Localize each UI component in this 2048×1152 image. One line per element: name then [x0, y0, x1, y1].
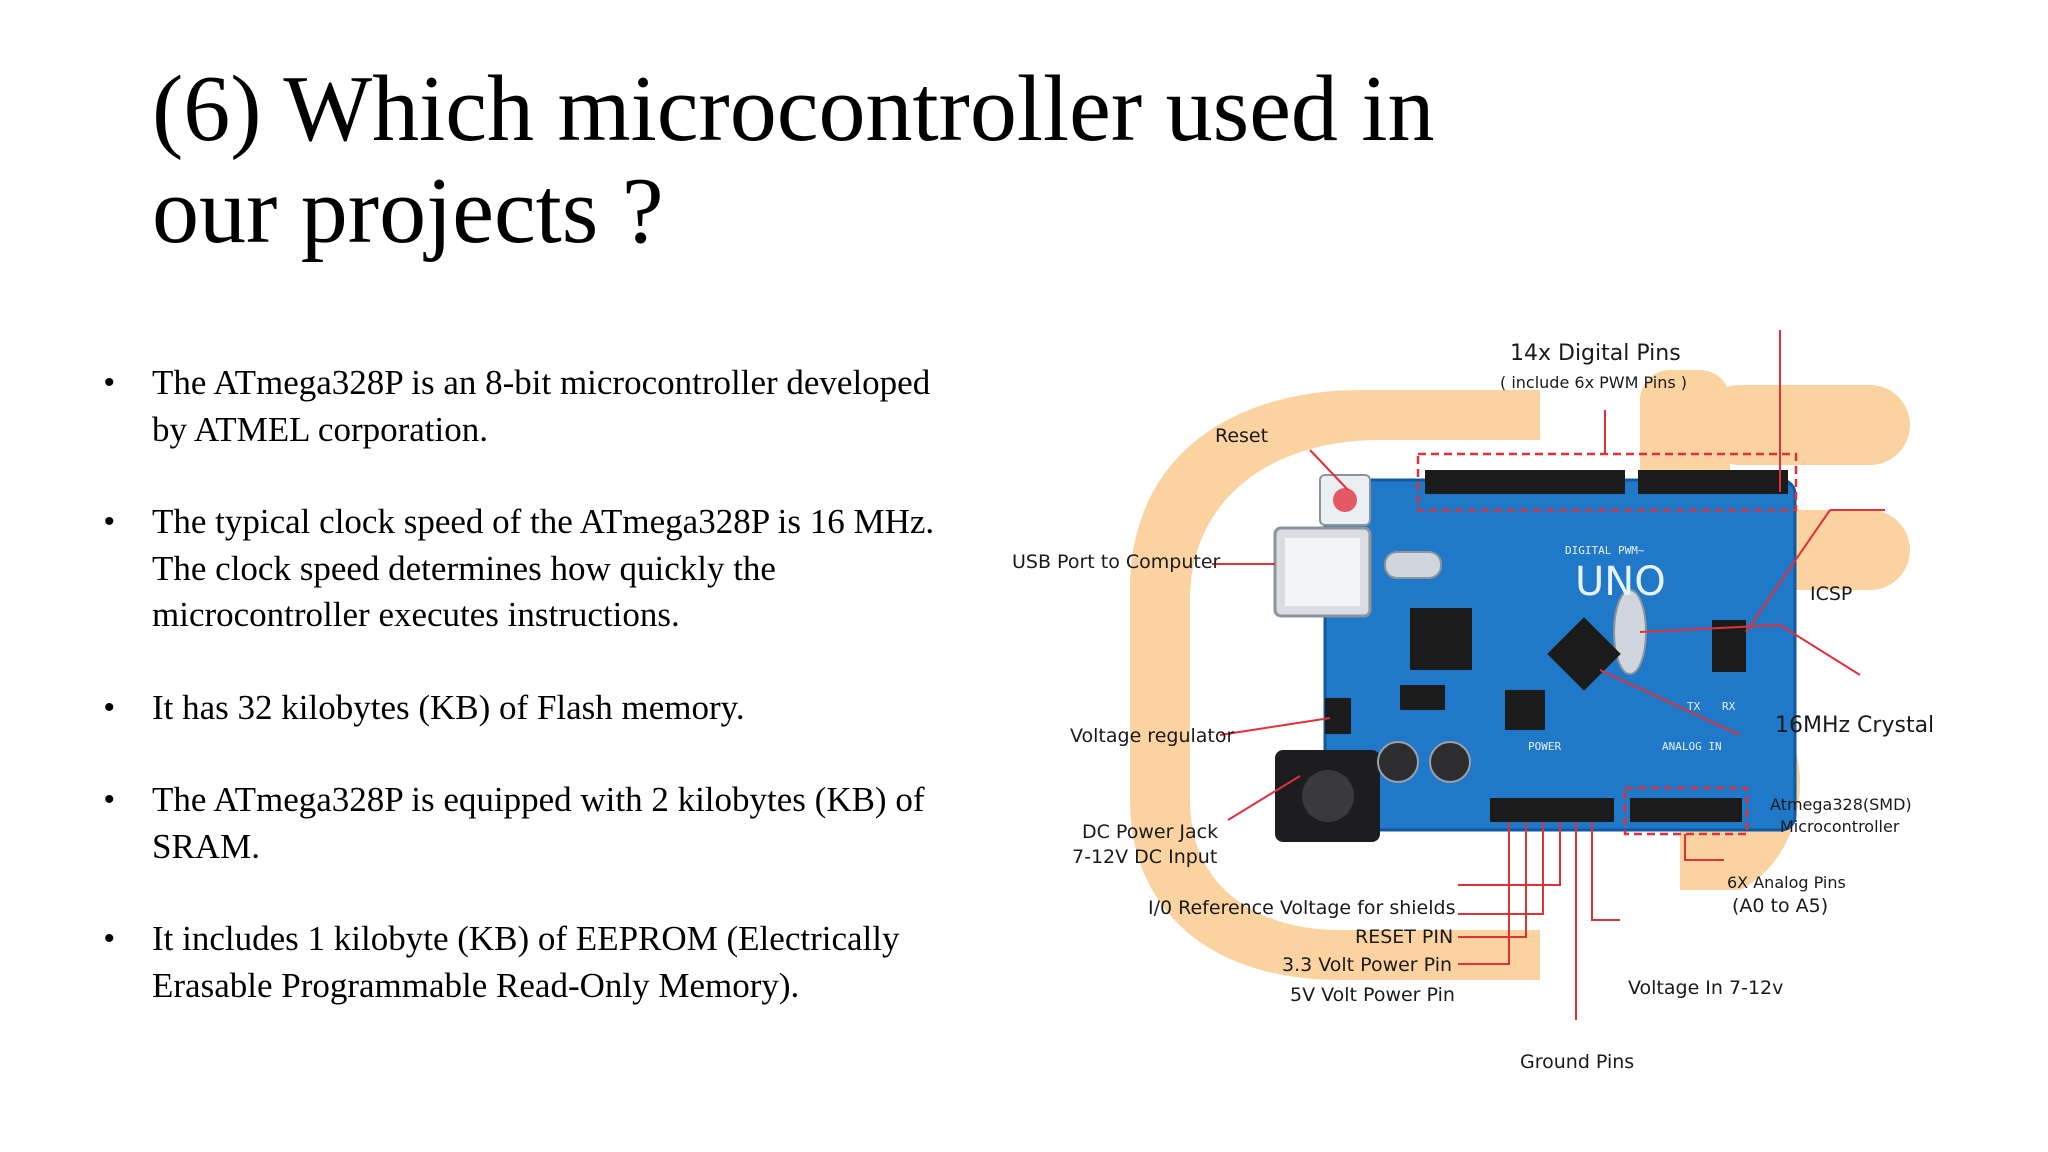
label-ground-pins: Ground Pins [1520, 1051, 1634, 1073]
bullet-item: • The typical clock speed of the ATmega32… [100, 499, 960, 639]
label-3v3-pin: 3.3 Volt Power Pin [1282, 954, 1452, 976]
board-power-text: POWER [1528, 740, 1561, 753]
board-digital-text: DIGITAL PWM~ [1565, 544, 1645, 557]
power-header [1490, 798, 1614, 822]
label-ioref: I/0 Reference Voltage for shields [1148, 897, 1455, 919]
label-digital-pins: 14x Digital Pins [1510, 341, 1681, 366]
bullet-list: • The ATmega328P is an 8-bit microcontrol… [100, 360, 960, 1055]
slide-title: (6) Which microcontroller used in our pr… [152, 58, 1552, 262]
title-line-2: our projects ? [152, 159, 664, 263]
bullet-text: It includes 1 kilobyte (KB) of EEPROM (E… [152, 919, 900, 1005]
bullet-item: • It includes 1 kilobyte (KB) of EEPROM (… [100, 916, 960, 1009]
arduino-uno-diagram: UNO DIGITAL PWM~ POWER ANALOG IN TX RX [1012, 330, 1934, 1073]
bullet-icon: • [104, 366, 115, 399]
label-icsp: ICSP [1810, 583, 1852, 605]
bullet-icon: • [104, 783, 115, 816]
bullet-text: The typical clock speed of the ATmega328… [152, 502, 935, 634]
label-dc-jack-line2: 7-12V DC Input [1072, 846, 1217, 868]
label-reset-pin: RESET PIN [1355, 926, 1453, 948]
digital-header [1425, 470, 1788, 494]
title-line-1: (6) Which microcontroller used in [152, 57, 1435, 161]
label-voltage-regulator: Voltage regulator [1070, 725, 1234, 747]
bullet-text: The ATmega328P is equipped with 2 kiloby… [152, 780, 925, 866]
label-dc-jack-line1: DC Power Jack [1082, 821, 1218, 843]
label-vin: Voltage In 7-12v [1628, 977, 1783, 999]
voltage-regulator [1325, 698, 1351, 734]
bullet-text: It has 32 kilobytes (KB) of Flash memory… [152, 687, 745, 727]
bullet-icon: • [104, 505, 115, 538]
label-analog-line1: 6X Analog Pins [1727, 873, 1846, 892]
analog-header [1630, 798, 1742, 822]
bullet-item: • The ATmega328P is equipped with 2 kilob… [100, 777, 960, 870]
label-mcu-line1: Atmega328(SMD) [1770, 795, 1912, 814]
label-mcu-line2: Microcontroller [1780, 817, 1900, 836]
board-tx-text: TX [1687, 700, 1701, 713]
bullet-item: • The ATmega328P is an 8-bit microcontrol… [100, 360, 960, 453]
atmega328-chip [1547, 617, 1621, 691]
bullet-icon: • [104, 922, 115, 955]
label-usb-port: USB Port to Computer [1012, 551, 1221, 573]
callout-lines [1212, 330, 1885, 1020]
label-digital-pins-note: ( include 6x PWM Pins ) [1500, 373, 1687, 392]
label-analog-line2: (A0 to A5) [1732, 895, 1828, 917]
label-5v-pin: 5V Volt Power Pin [1290, 984, 1455, 1006]
bullet-icon: • [104, 690, 115, 724]
digital-pins-highlight [1416, 452, 1798, 512]
label-crystal: 16MHz Crystal [1775, 713, 1934, 738]
arduino-board: UNO DIGITAL PWM~ POWER ANALOG IN TX RX [1273, 452, 1798, 842]
board-uno-text: UNO [1575, 559, 1666, 605]
bullet-text: The ATmega328P is an 8-bit microcontroll… [152, 363, 931, 449]
label-reset: Reset [1215, 425, 1268, 447]
bullet-item: • It has 32 kilobytes (KB) of Flash memor… [100, 685, 960, 732]
board-rx-text: RX [1722, 700, 1736, 713]
board-analog-text: ANALOG IN [1662, 740, 1722, 753]
